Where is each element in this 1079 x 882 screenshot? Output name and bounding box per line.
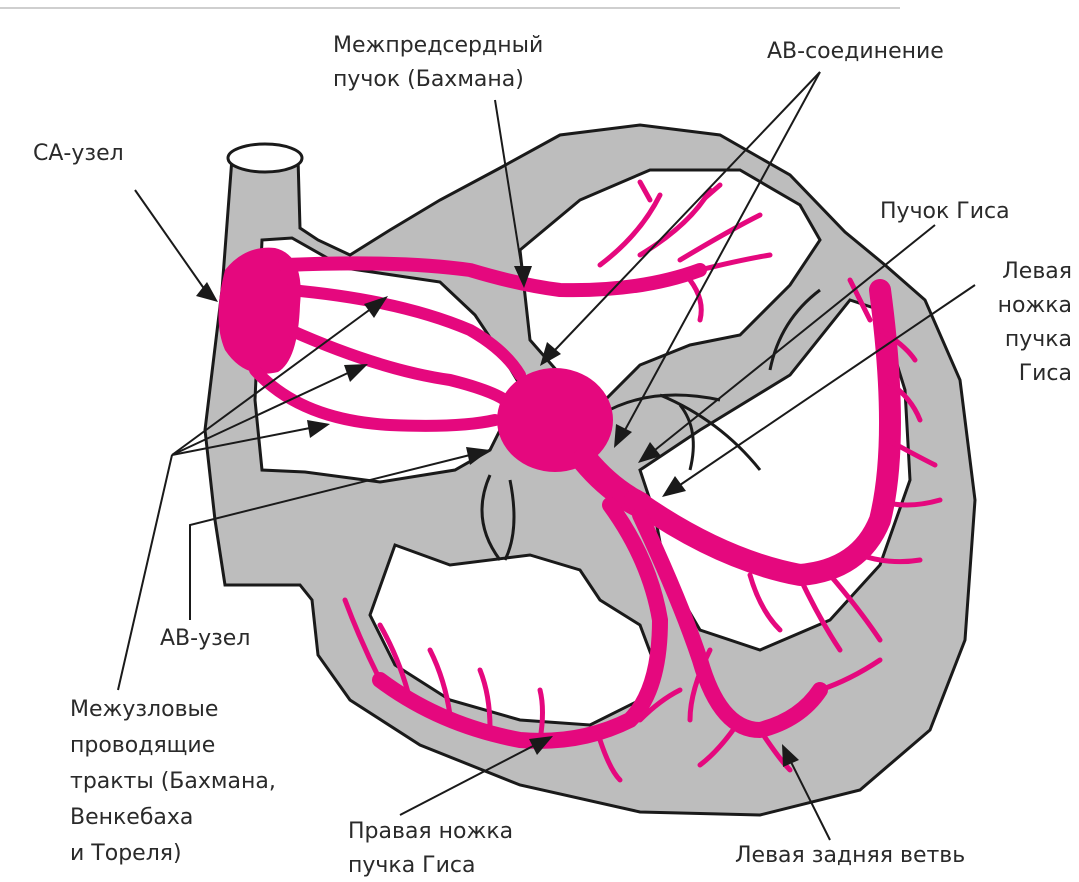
purkinje-branch (540, 690, 543, 740)
label-left-bundle-line3: пучка (1005, 327, 1072, 352)
label-right-bundle-line1: Правая ножка (348, 819, 513, 844)
leader-sa-node (135, 190, 205, 290)
label-internodal-line2: проводящие (70, 733, 215, 758)
label-left-bundle-line4: Гиса (1019, 361, 1072, 386)
label-sa-node: СА-узел (33, 141, 124, 166)
label-internodal-line1: Межузловые (70, 697, 218, 722)
leader-internodal-stem (118, 455, 172, 690)
label-left-bundle-line1: Левая (1002, 259, 1072, 284)
label-av-junction: АВ-соединение (767, 39, 944, 64)
label-left-posterior-fascicle: Левая задняя ветвь (735, 843, 965, 868)
vena-cava-opening (228, 144, 302, 172)
label-internodal-line5: и Тореля) (70, 841, 182, 866)
arrowhead (196, 282, 218, 302)
label-right-bundle-line2: пучка Гиса (348, 853, 475, 878)
label-internodal-line4: Венкебаха (70, 805, 193, 830)
label-left-bundle-line2: ножка (998, 293, 1072, 318)
label-his-bundle: Пучок Гиса (880, 199, 1010, 224)
label-av-node: АВ-узел (160, 626, 250, 651)
label-internodal-line3: тракты (Бахмана, (70, 769, 276, 794)
label-bachmann-line2: пучок (Бахмана) (333, 67, 524, 92)
label-bachmann-line1: Межпредсердный (333, 33, 543, 58)
